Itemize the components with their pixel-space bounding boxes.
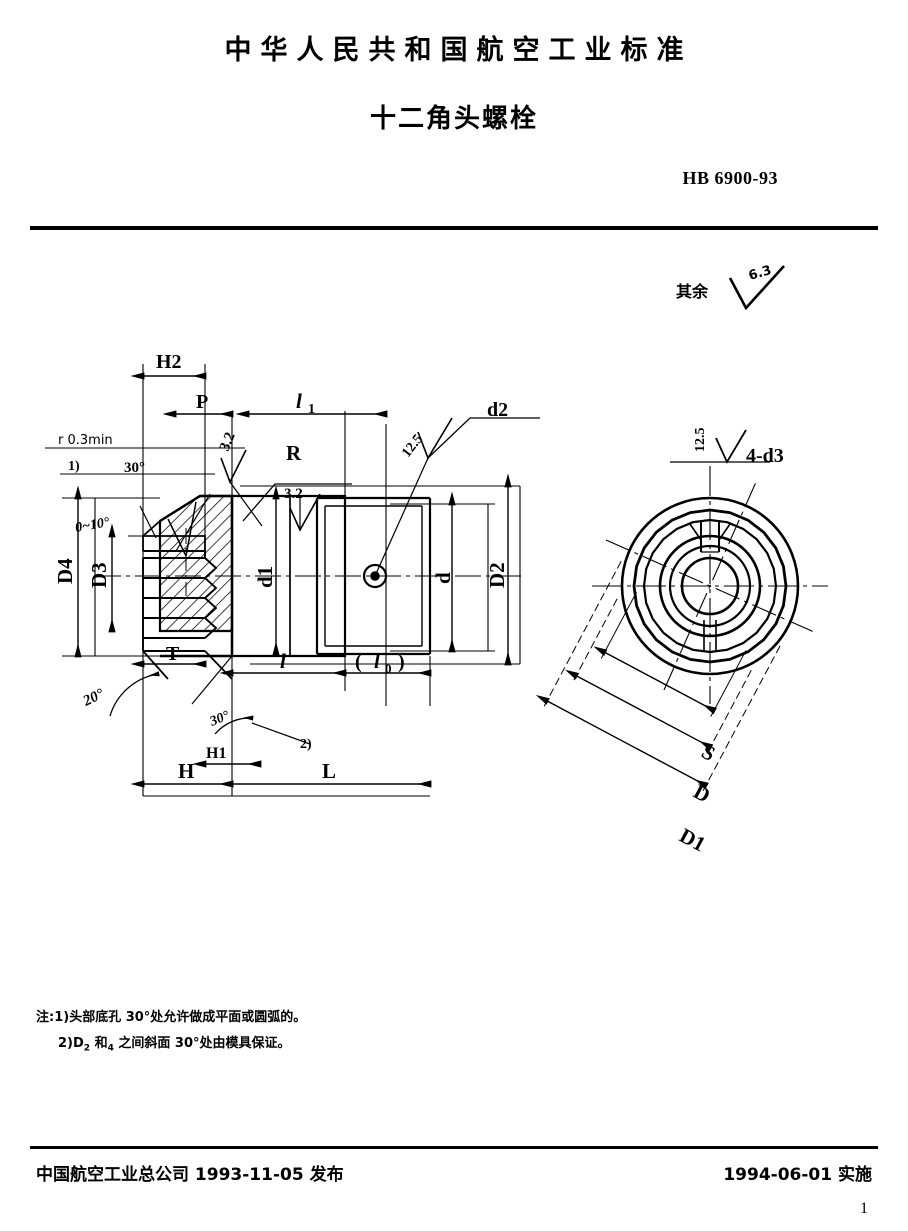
note-line-1: 注:1)头部底孔 30°处允许做成平面或圆弧的。 <box>36 1005 306 1031</box>
note-2-subscript-1: 2 <box>83 1043 91 1054</box>
dim-label-l0-open: ( <box>355 651 362 673</box>
roughness-label-12-5-end: 12.5 <box>693 428 708 453</box>
dim-label-h: H <box>178 759 194 783</box>
footer-issuer: 中国航空工业总公司 1993-11-05 发布 <box>36 1165 344 1185</box>
note-line-2: 2)D2 和4 之间斜面 30°处由模具保证。 <box>58 1031 306 1062</box>
note-2-text-a: 2)D <box>58 1036 84 1051</box>
standard-number: HB 6900-93 <box>682 168 778 188</box>
angle-label-30-top: 30° <box>124 460 145 476</box>
angle-label-20: 20° <box>80 686 107 710</box>
dim-label-l0: l <box>374 649 380 673</box>
dim-label-d2-vertical: D2 <box>485 562 509 588</box>
note-2-text-c: 之间斜面 30°处由模具保证。 <box>113 1036 291 1051</box>
dim-label-l0-subscript: 0 <box>385 661 392 676</box>
note-2-text-b: 和 <box>90 1036 108 1051</box>
dim-label-l1-subscript: 1 <box>308 402 315 417</box>
dim-label-d: d <box>431 572 455 584</box>
note-2-subscript-2: 4 <box>107 1043 114 1054</box>
footer-divider-rule <box>30 1146 878 1149</box>
dim-label-l0-close: ) <box>398 651 405 673</box>
roughness-label-12-5-side: 12.5 <box>399 432 426 461</box>
dim-label-d1: d1 <box>253 566 277 588</box>
dim-label-h2: H2 <box>156 351 182 373</box>
roughness-label-3-2-b: 3.2 <box>284 486 303 502</box>
dim-label-d4: D4 <box>53 558 77 584</box>
notes-prefix: 注: <box>36 1010 55 1025</box>
dim-label-r-min: r 0.3min <box>58 433 113 448</box>
page-number: 1 <box>860 1200 868 1217</box>
angle-label-0-10: 0~10° <box>74 515 111 536</box>
remainder-roughness-symbol: 6.3 <box>728 263 785 311</box>
angle-label-30-bottom: 30° <box>207 708 232 730</box>
dim-label-l: l <box>280 649 286 673</box>
dim-label-s: S <box>698 739 720 766</box>
dim-label-d2: d2 <box>487 399 508 421</box>
dim-label-p: P <box>196 391 208 413</box>
dim-label-r: R <box>286 441 302 465</box>
roughness-label-3-2-a: 3.2 <box>217 430 239 453</box>
dim-label-l1: l <box>296 389 302 413</box>
page-title-document: 十二角头螺栓 <box>369 104 538 134</box>
dim-label-l-total: L <box>322 759 336 783</box>
notes-block: 注:1)头部底孔 30°处允许做成平面或圆弧的。 2)D2 和4 之间斜面 30… <box>36 1005 306 1062</box>
dim-label-h1: H1 <box>206 745 226 762</box>
page-title-organization: 中华人民共和国航空工业标准 <box>224 35 693 66</box>
remainder-roughness-label: 其余 <box>676 282 709 301</box>
note-ref-2: 2) <box>300 737 312 752</box>
dim-label-d3-side: D3 <box>87 562 111 588</box>
remainder-roughness-value: 6.3 <box>747 263 773 284</box>
note-ref-1: 1) <box>68 459 80 474</box>
dim-label-d-end: D <box>690 779 715 807</box>
dim-label-d1-end: D1 <box>676 823 710 856</box>
label-4-d3: 4-d3 <box>746 445 784 467</box>
note-1-text: 1)头部底孔 30°处允许做成平面或圆弧的。 <box>54 1010 307 1025</box>
technical-drawing: H2 P l 1 r 0.3min 1) 30° 0~10° 3.2 R 3.2… <box>0 236 908 996</box>
header-divider-rule <box>30 226 878 230</box>
footer-effective: 1994-06-01 实施 <box>723 1165 872 1185</box>
dim-label-t: T <box>166 643 180 665</box>
